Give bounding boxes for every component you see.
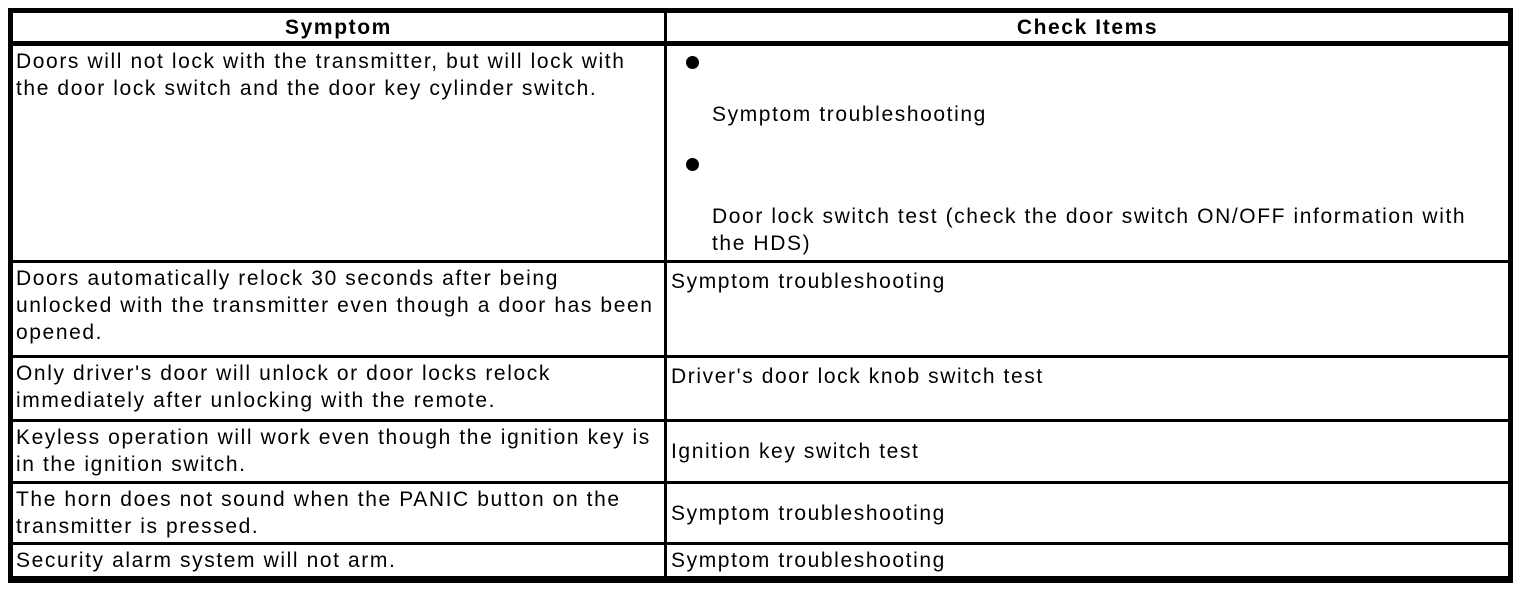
symptom-cell: Only driver's door will unlock or door l… [9,355,667,422]
page: Symptom Check Items Doors will not lock … [8,8,1513,583]
symptom-text: Doors will not lock with the transmitter… [16,50,626,100]
table-row: Doors will not lock with the transmitter… [9,42,1512,263]
check-items-cell: Driver's door lock knob switch test [664,355,1512,422]
symptom-text: Doors automatically relock 30 seconds af… [16,267,654,344]
symptom-cell: Keyless operation will work even though … [9,419,667,484]
table-row: Keyless operation will work even though … [9,419,1512,484]
table-row: The horn does not sound when the PANIC b… [9,481,1512,545]
check-item-text: Symptom troubleshooting [671,549,946,572]
check-item-text: Driver's door lock knob switch test [671,365,1044,388]
symptom-text: The horn does not sound when the PANIC b… [16,488,621,538]
check-items-cell: Symptom troubleshooting [664,260,1512,358]
symptom-text: Security alarm system will not arm. [16,549,397,572]
check-item-text: Ignition key switch test [671,440,920,463]
column-header-symptom: Symptom [9,9,667,46]
check-item-text: Door lock switch test (check the door sw… [712,205,1467,255]
table-row: Doors automatically relock 30 seconds af… [9,260,1512,358]
symptom-cell: Doors automatically relock 30 seconds af… [9,260,667,358]
symptom-cell: Doors will not lock with the transmitter… [9,42,667,263]
table-row: Security alarm system will not arm. Sympt… [9,542,1512,581]
symptom-check-items-table: Symptom Check Items Doors will not lock … [8,8,1513,583]
check-item-text: Symptom troubleshooting [671,501,946,525]
symptom-cell: Security alarm system will not arm. [9,542,667,581]
table-row: Only driver's door will unlock or door l… [9,355,1512,422]
check-item-text: Symptom troubleshooting [712,103,987,126]
check-items-cell: Symptom troubleshooting [664,481,1512,545]
symptom-text: Keyless operation will work even though … [16,426,651,476]
check-item-text: Symptom troubleshooting [671,270,946,293]
check-items-cell: Ignition key switch test [664,419,1512,484]
header-row: Symptom Check Items [9,9,1512,46]
bullet-icon [686,158,699,171]
symptom-cell: The horn does not sound when the PANIC b… [9,481,667,545]
check-items-cell: Symptom troubleshooting [664,542,1512,581]
table-body: Doors will not lock with the transmitter… [9,42,1512,581]
bullet-icon [686,56,699,69]
check-list-item: Symptom troubleshooting [667,56,1502,128]
check-list-item: Door lock switch test (check the door sw… [667,128,1502,257]
column-header-check-items: Check Items [664,9,1512,46]
symptom-text: Only driver's door will unlock or door l… [16,362,551,412]
